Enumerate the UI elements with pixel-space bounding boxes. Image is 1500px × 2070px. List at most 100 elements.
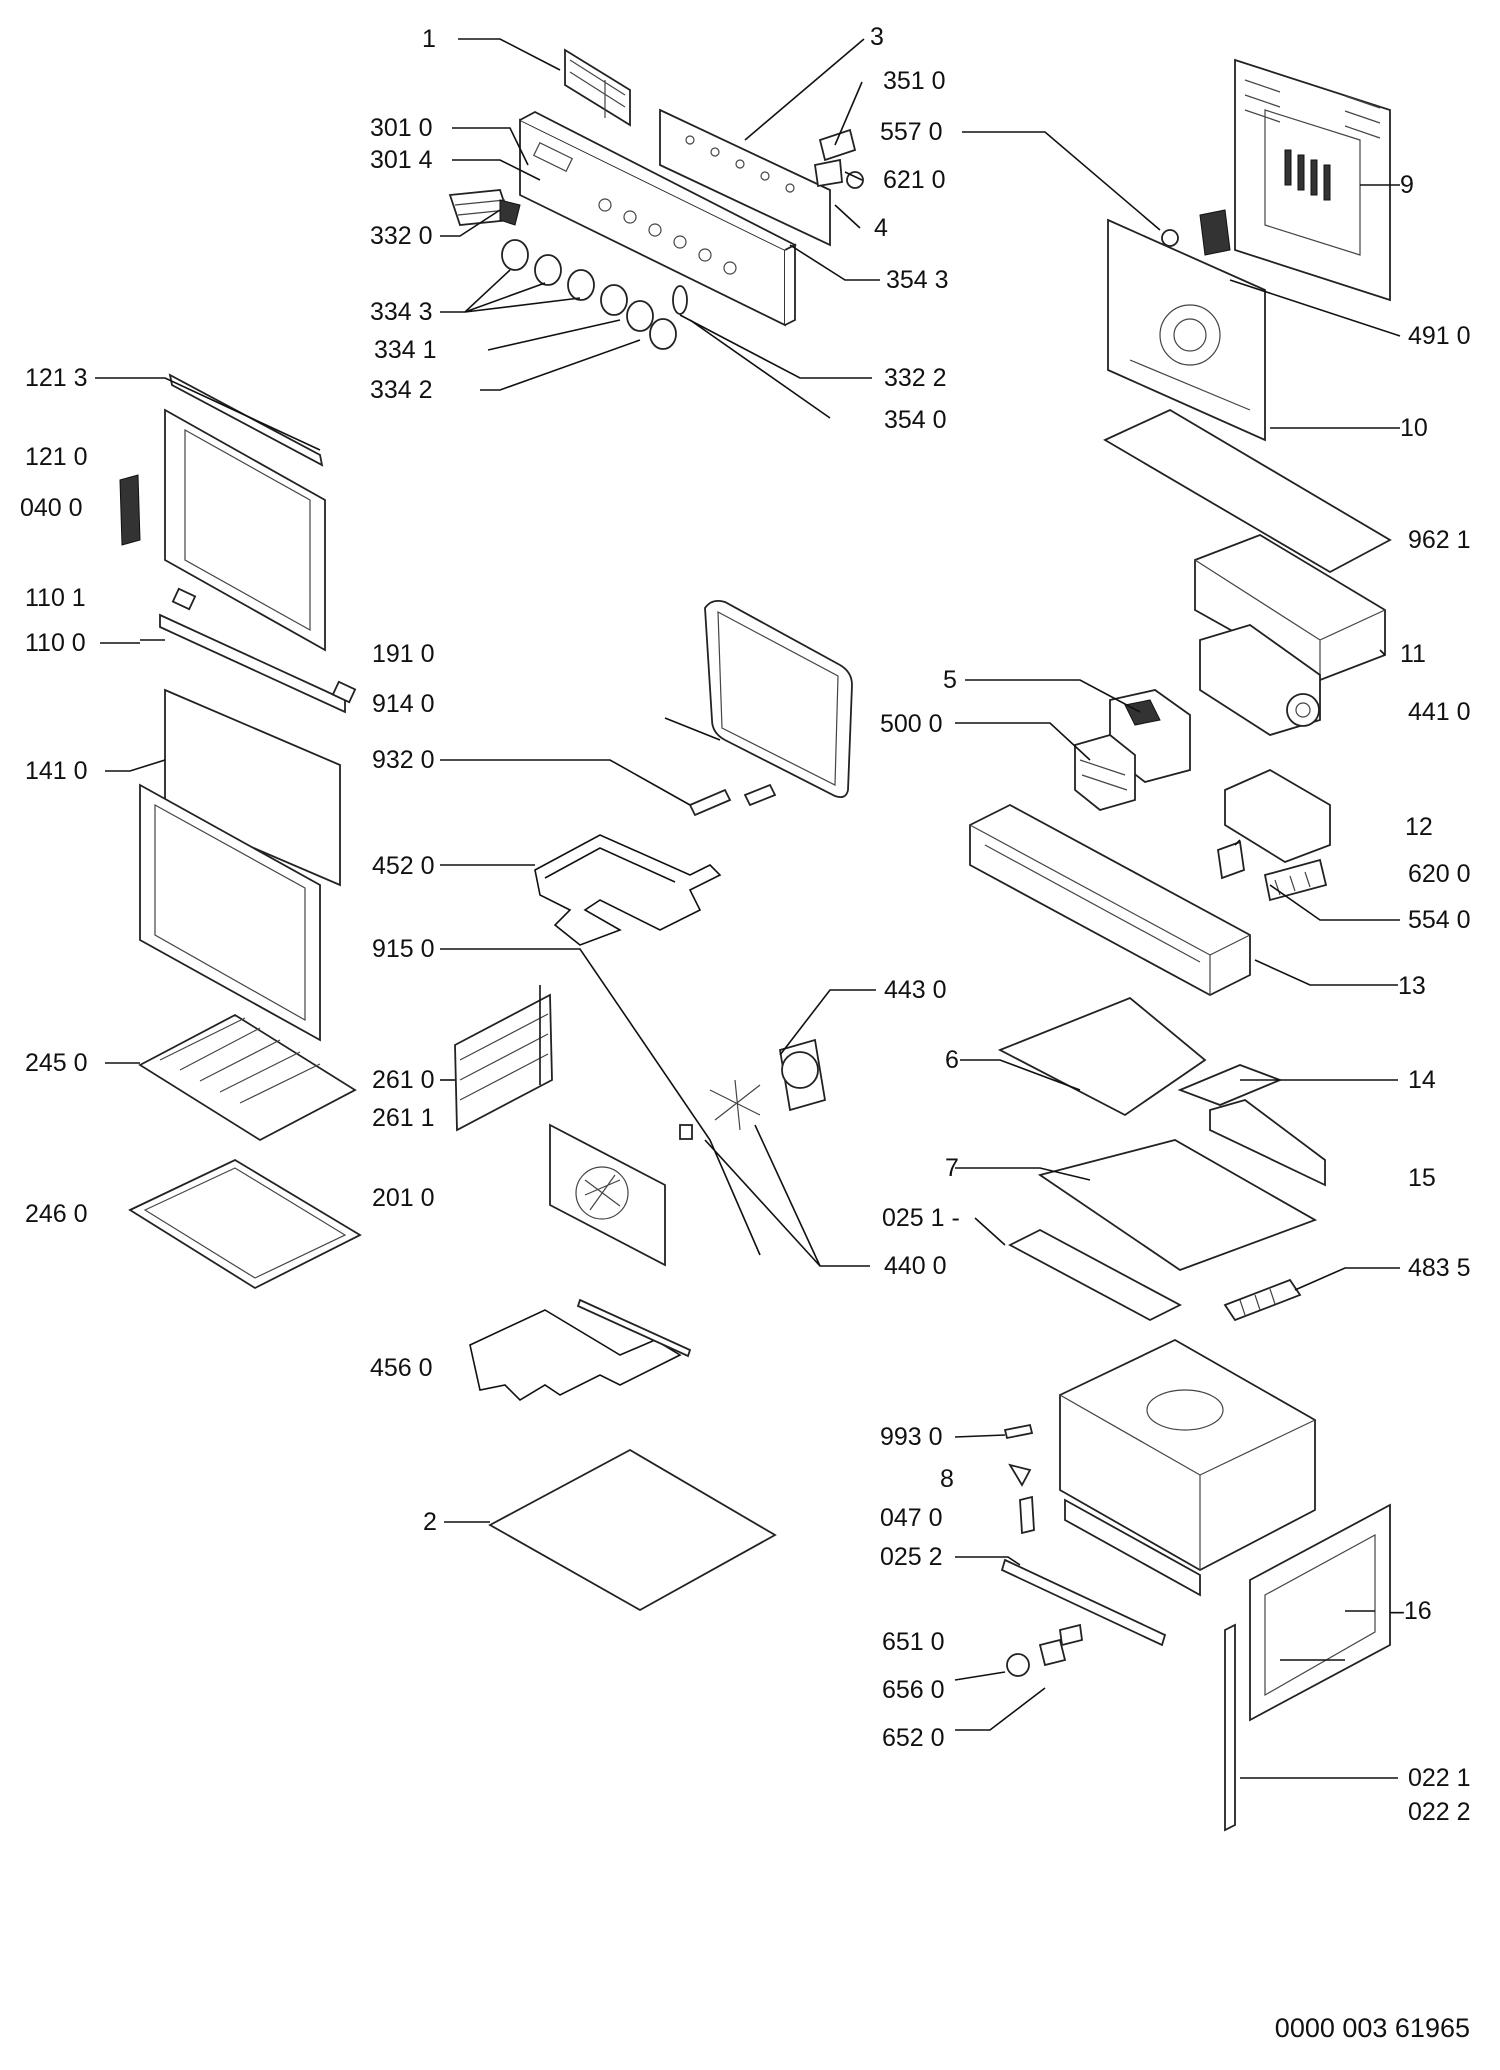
part-7-cavity-top [1008, 1139, 1318, 1322]
label-2610: 261 0 [372, 1066, 435, 1094]
part-3-rear-plate [659, 108, 831, 247]
part-1-bracket [564, 48, 631, 127]
part-1910-gasket [704, 599, 853, 799]
part-8-oven-cavity [1059, 1338, 1316, 1597]
label-0221: 022 1 [1408, 1764, 1471, 1792]
label-0222: 022 2 [1408, 1798, 1471, 1826]
part-4835-terminal-block [1223, 1278, 1302, 1322]
label-16: –16 [1390, 1597, 1432, 1625]
label-0400: 040 0 [20, 494, 83, 522]
label-2450: 245 0 [25, 1049, 88, 1077]
label-3342: 334 2 [370, 376, 433, 404]
label-6210: 621 0 [883, 166, 946, 194]
label-1213: 121 3 [25, 364, 88, 392]
label-2: 2 [423, 1508, 437, 1536]
part-2-bottom-panel [488, 1448, 777, 1612]
label-6510: 651 0 [882, 1628, 945, 1656]
part-351-switch [813, 128, 864, 189]
label-2460: 246 0 [25, 1200, 88, 1228]
label-3343: 334 3 [370, 298, 433, 326]
label-4835: 483 5 [1408, 1254, 1471, 1282]
label-9930: 993 0 [880, 1423, 943, 1451]
part-110-handle [159, 587, 357, 714]
label-6520: 652 0 [882, 1724, 945, 1752]
label-0252: 025 2 [880, 1543, 943, 1571]
label-0251: 025 1 - [882, 1204, 960, 1232]
label-1: 1 [422, 25, 436, 53]
label-5540: 554 0 [1408, 906, 1471, 934]
label-7: 7 [945, 1154, 959, 1182]
part-6-top-plate [997, 996, 1207, 1117]
part-2460-tray [128, 1158, 362, 1290]
label-1210: 121 0 [25, 443, 88, 471]
label-11: 11 [1400, 640, 1426, 668]
part-11-fan-housing [1194, 534, 1386, 736]
label-15: 15 [1408, 1164, 1436, 1192]
label-3322: 332 2 [884, 364, 947, 392]
part-9320-lamp [688, 783, 777, 817]
label-13: 13 [1398, 972, 1426, 1000]
part-12-junction-box [1217, 768, 1331, 902]
part-6510-switch [1006, 1623, 1083, 1677]
label-3341: 334 1 [374, 336, 437, 364]
part-0221-side-trim [1224, 1623, 1236, 1832]
label-4520: 452 0 [372, 852, 435, 880]
part-3320-clips [448, 189, 521, 226]
part-9930-screw [1000, 1423, 1167, 1647]
label-3510: 351 0 [883, 67, 946, 95]
part-4520-grill-element [534, 834, 722, 946]
part-9621-insulation [1103, 408, 1392, 574]
label-3320: 332 0 [370, 222, 433, 250]
part-4430-fan-motor [679, 1038, 827, 1140]
label-1410: 141 0 [25, 757, 88, 785]
label-3: 3 [870, 23, 884, 51]
label-4910: 491 0 [1408, 322, 1471, 350]
label-4430: 443 0 [884, 976, 947, 1004]
label-4: 4 [874, 214, 888, 242]
label-5570: 557 0 [880, 118, 943, 146]
part-5-relay [1074, 689, 1191, 811]
label-3543: 354 3 [886, 266, 949, 294]
part-3010-control-panel [519, 110, 797, 327]
label-14: 14 [1408, 1066, 1436, 1094]
label-1910: 191 0 [372, 640, 435, 668]
part-334-knobs [501, 239, 688, 350]
label-4410: 441 0 [1408, 698, 1471, 726]
label-12: 12 [1405, 813, 1433, 841]
part-2610-side-rail [454, 985, 553, 1132]
label-6560: 656 0 [882, 1676, 945, 1704]
label-3010: 301 0 [370, 114, 433, 142]
label-5000: 500 0 [880, 710, 943, 738]
label-4560: 456 0 [370, 1354, 433, 1382]
label-2611: 261 1 [372, 1104, 435, 1132]
label-9140: 914 0 [372, 690, 435, 718]
part-10-cavity-wall [1107, 209, 1266, 442]
part-2450-rack [138, 1013, 357, 1142]
part-13-frame [969, 803, 1251, 997]
label-9320: 932 0 [372, 746, 435, 774]
label-6200: 620 0 [1408, 860, 1471, 888]
label-9: 9 [1400, 171, 1414, 199]
part-1410-door-glass [139, 688, 341, 1042]
part-4560-lower-element [469, 1298, 692, 1402]
leader-lines [95, 38, 1401, 1779]
callout-labels: 1 3 301 0 301 4 351 0 557 0 621 0 332 0 … [20, 23, 1471, 1826]
label-9150: 915 0 [372, 935, 435, 963]
label-8: 8 [940, 1465, 954, 1493]
label-10: 10 [1400, 414, 1428, 442]
part-16-side-frame [1249, 1503, 1391, 1722]
label-3540: 354 0 [884, 406, 947, 434]
label-1100: 110 0 [25, 629, 86, 657]
label-3014: 301 4 [370, 146, 433, 174]
label-0470: 047 0 [880, 1504, 943, 1532]
label-6: 6 [945, 1046, 959, 1074]
label-5: 5 [943, 666, 957, 694]
part-0400-hinge [119, 474, 141, 546]
label-1101: 110 1 [25, 584, 86, 612]
drawing-reference-number: 0000 003 61965 [1274, 2013, 1470, 2043]
part-2010-fan-cover [549, 1123, 666, 1267]
label-4400: 440 0 [884, 1252, 947, 1280]
part-9-back-panel [1234, 58, 1391, 302]
label-9621: 962 1 [1408, 526, 1471, 554]
